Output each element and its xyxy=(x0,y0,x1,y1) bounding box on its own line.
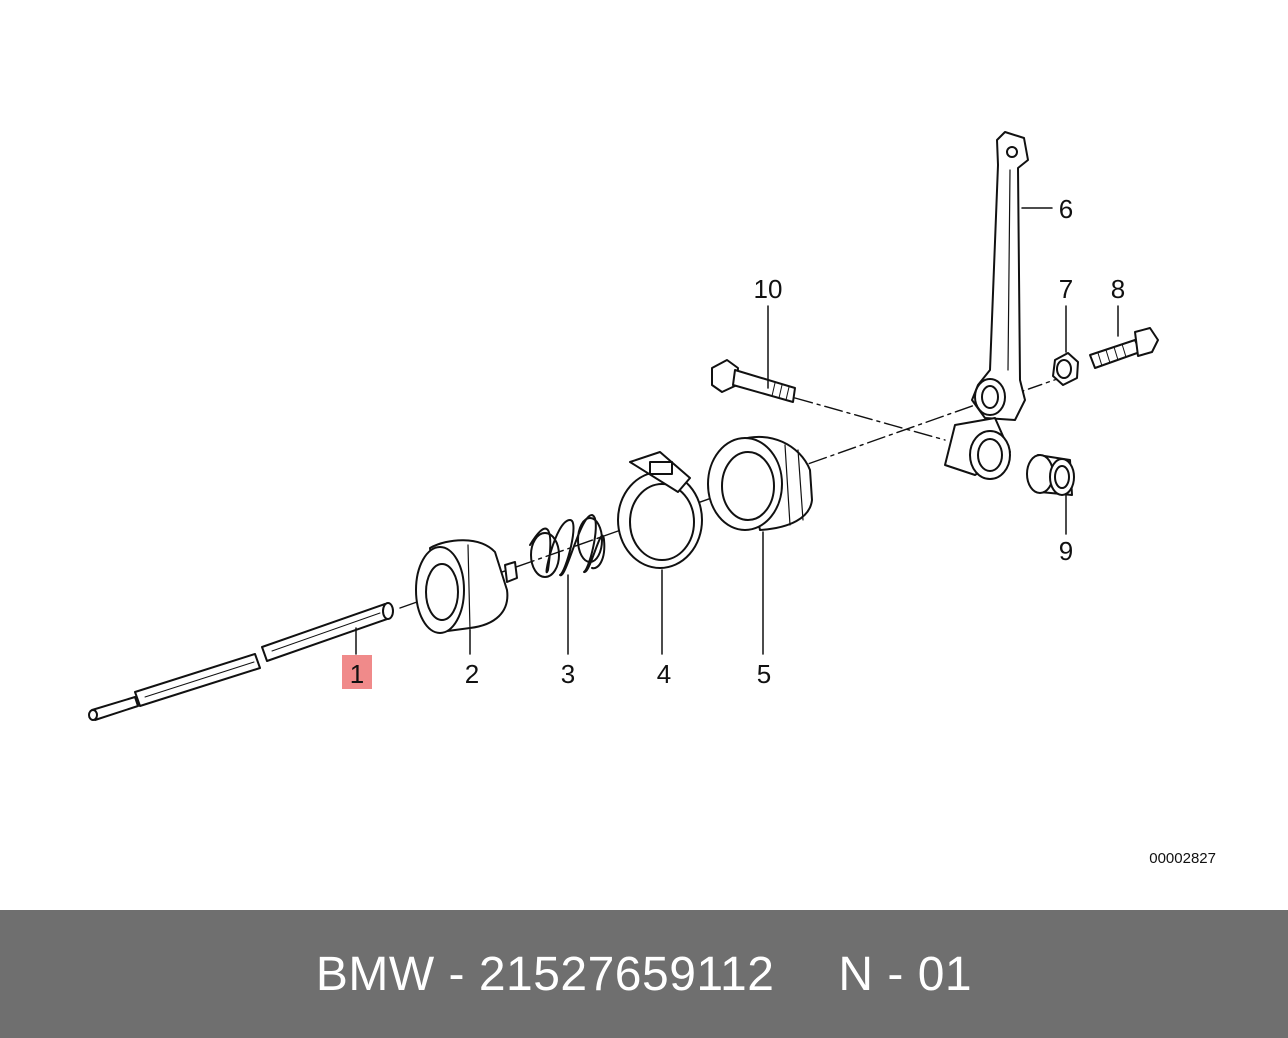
rubber-boot-part xyxy=(707,435,813,531)
callout-label-8[interactable]: 8 xyxy=(1111,274,1125,304)
callout-label-7[interactable]: 7 xyxy=(1059,274,1073,304)
parts-diagram: 1 2 3 4 5 6 7 8 9 10 00002827 xyxy=(88,131,1216,867)
callout-label-10[interactable]: 10 xyxy=(754,274,783,304)
callout-label-2[interactable]: 2 xyxy=(465,659,479,689)
callout-labels: 1 2 3 4 5 6 7 8 9 10 xyxy=(350,194,1125,689)
drawing-number: 00002827 xyxy=(1149,850,1216,867)
needle-bearing-part xyxy=(1026,454,1075,496)
callout-highlight xyxy=(342,655,372,689)
spring-part xyxy=(529,514,606,578)
guide-sleeve-part xyxy=(415,539,518,634)
leader-lines xyxy=(355,207,1119,655)
hex-nut-part xyxy=(1052,352,1079,386)
callout-label-4[interactable]: 4 xyxy=(657,659,671,689)
footer-bar: BMW - 21527659112 N - 01 xyxy=(0,910,1288,1038)
callout-label-5[interactable]: 5 xyxy=(757,659,771,689)
callout-label-1[interactable]: 1 xyxy=(350,659,364,689)
hose-clamp-part xyxy=(617,451,703,569)
hex-bolt-part xyxy=(711,359,796,403)
callout-label-9[interactable]: 9 xyxy=(1059,536,1073,566)
lever-bush-part xyxy=(944,417,1011,480)
callout-label-3[interactable]: 3 xyxy=(561,659,575,689)
threaded-pin-part xyxy=(1089,327,1159,369)
callout-label-6[interactable]: 6 xyxy=(1059,194,1073,224)
position-code-text: N - 01 xyxy=(838,947,973,1001)
release-lever-part xyxy=(971,131,1029,421)
bolt-axis-line xyxy=(794,397,946,441)
part-number-text: BMW - 21527659112 xyxy=(315,947,775,1001)
push-rod-part xyxy=(88,602,394,721)
